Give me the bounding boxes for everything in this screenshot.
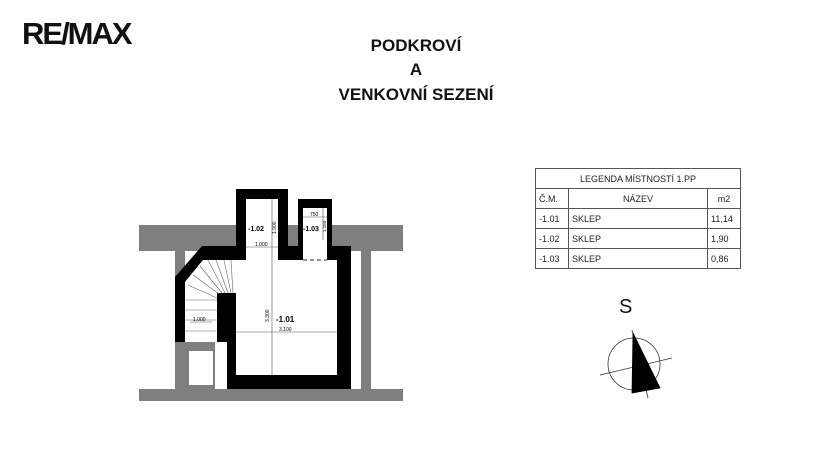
title-line-1: PODKROVÍ: [370, 36, 462, 55]
room-name: SKLEP: [568, 228, 708, 249]
dim-1-02-width: 1.000: [255, 242, 268, 248]
title-line-2: A: [409, 60, 423, 79]
room-area: 0,86: [707, 248, 741, 269]
room-area: 1,90: [707, 228, 741, 249]
compass: [599, 329, 673, 399]
dim-1-01-width: 3.100: [279, 327, 292, 333]
table-row: -1.01 SKLEP 11,14: [535, 208, 741, 229]
dimension-lines: [190, 199, 337, 375]
dim-stair-width: 1.000: [193, 317, 206, 323]
dim-1-03-height: 1.150: [322, 220, 327, 232]
legend-title: LEGENDA MÍSTNOSTÍ 1.PP: [535, 168, 741, 189]
dim-1-03-width: 750: [310, 212, 319, 218]
room-name: SKLEP: [568, 248, 708, 269]
table-row: -1.03 SKLEP 0,86: [535, 248, 741, 269]
remax-logo: RE/MAX: [22, 16, 133, 51]
room-1-02: [246, 199, 278, 260]
room-legend-table: LEGENDA MÍSTNOSTÍ 1.PP Č.M. NÁZEV m2 -1.…: [535, 168, 741, 269]
compass-label: S: [619, 296, 633, 318]
room-number: -1.01: [535, 208, 569, 229]
legend-header-number: Č.M.: [535, 188, 569, 209]
title-line-3: VENKOVNÍ SEZENÍ: [338, 85, 494, 104]
north-arrow-icon: [631, 332, 661, 394]
room-label-1-03: -1.03: [303, 226, 319, 233]
dim-1-02-height: 1.900: [272, 221, 278, 234]
legend-header-area: m2: [707, 188, 741, 209]
room-number: -1.02: [535, 228, 569, 249]
legend-header-name: NÁZEV: [568, 188, 708, 209]
room-number: -1.03: [535, 248, 569, 269]
table-row: -1.02 SKLEP 1,90: [535, 228, 741, 249]
room-label-1-02: -1.02: [248, 226, 264, 233]
dim-1-01-height: 3.300: [265, 309, 271, 322]
stair-treads: [185, 259, 234, 332]
room-name: SKLEP: [568, 208, 708, 229]
room-label-1-01: -1.01: [276, 315, 295, 324]
room-1-01: [236, 260, 337, 375]
room-area: 11,14: [707, 208, 741, 229]
